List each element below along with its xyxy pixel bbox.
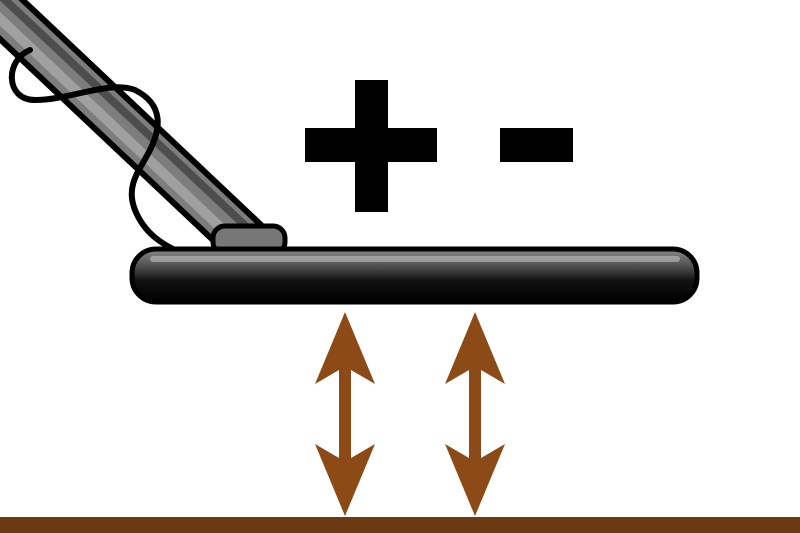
detector-shaft [0,0,270,265]
double-arrow-icon-1 [315,312,375,516]
double-arrow-icon-2 [445,312,505,516]
minus-sign-icon [500,128,573,162]
ground-line [0,517,800,533]
search-coil [129,246,700,305]
plus-sign-icon [305,80,437,212]
detector-cable [8,47,178,253]
